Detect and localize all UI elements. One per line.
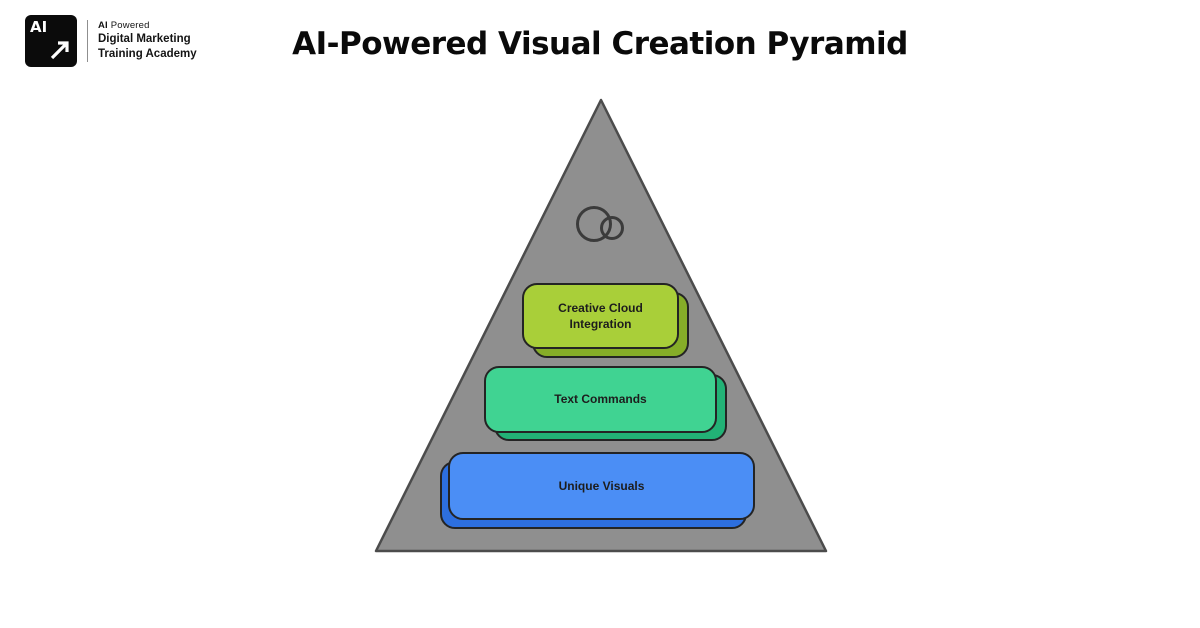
- pyramid-level-creative-cloud-integration: Creative Cloud Integration: [522, 283, 689, 358]
- logo-text: AI Powered Digital Marketing Training Ac…: [98, 20, 197, 62]
- level-label: Text Commands: [554, 392, 647, 407]
- pyramid-level-unique-visuals: Unique Visuals: [440, 452, 755, 529]
- brand-logo: AI AI Powered Digital Marketing Training…: [25, 15, 197, 67]
- level-label: Creative Cloud Integration: [558, 300, 643, 331]
- logo-tagline: AI Powered: [98, 19, 150, 31]
- level-box: Text Commands: [484, 366, 717, 433]
- logo-divider: [87, 20, 88, 62]
- page-title: AI-Powered Visual Creation Pyramid: [292, 26, 908, 62]
- logo-line2: Digital Marketing: [98, 33, 191, 46]
- level-label: Unique Visuals: [558, 478, 645, 493]
- logo-badge-text: AI: [30, 18, 48, 36]
- logo-badge: AI: [25, 15, 77, 67]
- arrow-up-right-icon: [50, 41, 69, 60]
- creative-cloud-icon: [576, 206, 624, 242]
- level-box: Unique Visuals: [448, 452, 755, 520]
- level-box: Creative Cloud Integration: [522, 283, 679, 349]
- logo-line3: Training Academy: [98, 48, 197, 61]
- pyramid-level-text-commands: Text Commands: [484, 366, 727, 441]
